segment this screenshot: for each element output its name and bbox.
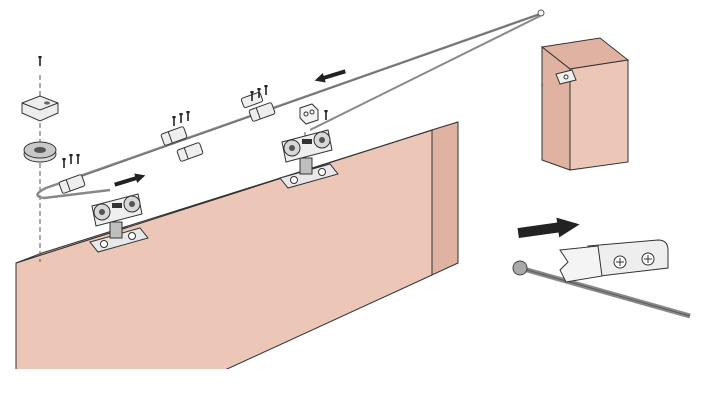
end-bracket-small	[555, 69, 577, 85]
stopper-block	[299, 103, 329, 125]
clamp-3	[176, 142, 204, 162]
wall-block	[540, 37, 630, 171]
wall-block-front	[541, 45, 571, 171]
roller-carriage-left	[89, 193, 149, 253]
cable-clamps	[58, 91, 276, 194]
roller-carriage-right	[279, 129, 339, 189]
door-panel	[12, 121, 459, 375]
clamp-4	[248, 102, 276, 122]
pulley-housing	[21, 95, 59, 122]
clamp-2	[160, 126, 188, 146]
wall-block-side	[569, 59, 629, 171]
cable-pulley	[21, 95, 59, 163]
door-front-face	[15, 129, 433, 371]
clamp-1	[58, 174, 86, 194]
arrow-right-icon	[114, 173, 146, 187]
cable-end-ball	[512, 260, 528, 276]
cable-wire	[36, 9, 545, 200]
arrow-right-large-icon	[517, 217, 580, 239]
direction-arrows	[114, 69, 580, 239]
bracket-hook	[559, 245, 603, 283]
end-bracket-detail	[512, 239, 691, 319]
arrow-left-icon	[314, 69, 346, 83]
door-side-edge	[431, 121, 459, 276]
pulley-wheel	[23, 141, 57, 163]
